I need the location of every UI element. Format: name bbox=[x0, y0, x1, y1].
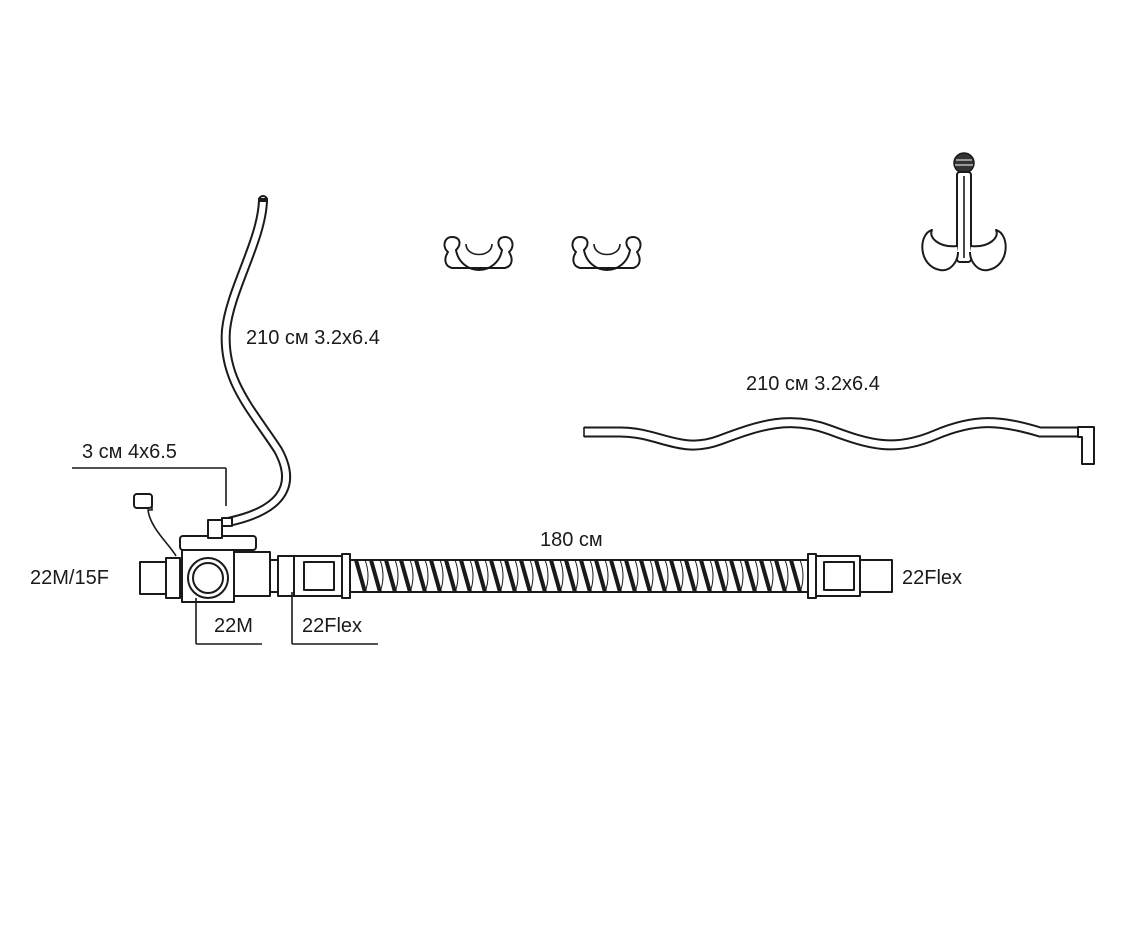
hose-coil bbox=[549, 559, 562, 593]
hose-coil bbox=[699, 559, 712, 593]
hose-coil bbox=[369, 559, 382, 593]
hose-coil-edge bbox=[589, 559, 594, 593]
hose-coil bbox=[444, 559, 457, 593]
hose-coil bbox=[429, 559, 442, 593]
hose-coil bbox=[564, 559, 577, 593]
double-hook-hanger bbox=[921, 152, 1007, 272]
hose-coil-edge bbox=[664, 559, 669, 593]
hose-coil-edge bbox=[529, 559, 534, 593]
hose-coil-edge bbox=[379, 559, 384, 593]
hose-coil-edge bbox=[394, 559, 399, 593]
hose-coil-edge bbox=[619, 559, 624, 593]
hose-coil bbox=[759, 559, 772, 593]
hose-coil-edge bbox=[679, 559, 684, 593]
hose-coil bbox=[504, 559, 517, 593]
hose-coil bbox=[654, 559, 667, 593]
hose-coil-edge bbox=[409, 559, 414, 593]
hose-coil bbox=[669, 559, 682, 593]
hose-coil-edge bbox=[739, 559, 744, 593]
hose-coil bbox=[684, 559, 697, 593]
hose-coil bbox=[414, 559, 427, 593]
hose-coil-edge bbox=[424, 559, 429, 593]
hose-coil bbox=[474, 559, 487, 593]
hose-coil bbox=[624, 559, 637, 593]
hose-coil bbox=[594, 559, 607, 593]
hose-coil-edge bbox=[574, 559, 579, 593]
hose-coil bbox=[744, 559, 757, 593]
short-tube-label: 3 см 4x6.5 bbox=[82, 441, 177, 463]
hose-coil-edge bbox=[499, 559, 504, 593]
tube-clip-right bbox=[571, 236, 642, 271]
upper-sampling-tube bbox=[220, 195, 292, 527]
hose-coil-edge bbox=[469, 559, 474, 593]
hose-coil-edge bbox=[454, 559, 459, 593]
hose-coil bbox=[609, 559, 622, 593]
hose-coil bbox=[729, 559, 742, 593]
hose-coil-edge bbox=[649, 559, 654, 593]
hose-coil-edge bbox=[484, 559, 489, 593]
hose-coil-edge bbox=[634, 559, 639, 593]
valve-port-label: 22M bbox=[214, 615, 253, 637]
hose-coil-edge bbox=[604, 559, 609, 593]
hose-coil bbox=[384, 559, 397, 593]
hose-coils bbox=[354, 559, 804, 593]
right-sampling-tube bbox=[583, 417, 1095, 465]
hose-coil bbox=[639, 559, 652, 593]
hose-coil bbox=[519, 559, 532, 593]
hose-cuff-right-label: 22Flex bbox=[902, 567, 962, 589]
hose-coil-edge bbox=[544, 559, 549, 593]
hose-coil-edge bbox=[709, 559, 714, 593]
hose-cuff-left-label: 22Flex bbox=[302, 615, 362, 637]
hose-coil-edge bbox=[694, 559, 699, 593]
right-tube-label: 210 см 3.2x6.4 bbox=[746, 373, 880, 395]
hose-coil bbox=[579, 559, 592, 593]
tube-clip-left bbox=[443, 236, 514, 271]
upper-tube-label: 210 см 3.2x6.4 bbox=[246, 327, 380, 349]
hose-coil bbox=[489, 559, 502, 593]
hose-coil-edge bbox=[559, 559, 564, 593]
left-connector-label: 22M/15F bbox=[30, 567, 109, 589]
hose-coil-edge bbox=[439, 559, 444, 593]
hose-coil-edge bbox=[799, 559, 804, 593]
hose-coil-edge bbox=[724, 559, 729, 593]
hose-coil-edge bbox=[754, 559, 759, 593]
hose-coil-edge bbox=[784, 559, 789, 593]
hose-coil-edge bbox=[514, 559, 519, 593]
hose-coil-edge bbox=[364, 559, 369, 593]
hose-coil bbox=[459, 559, 472, 593]
hose-coil bbox=[534, 559, 547, 593]
hose-coil bbox=[354, 559, 367, 593]
hose-coil bbox=[399, 559, 412, 593]
hose-length-label: 180 см bbox=[540, 529, 603, 551]
hose-coil bbox=[714, 559, 727, 593]
corrugated-hose bbox=[293, 553, 893, 599]
valve-assembly bbox=[133, 493, 297, 603]
hose-coil bbox=[774, 559, 787, 593]
hose-coil bbox=[789, 559, 802, 593]
hose-coil-edge bbox=[769, 559, 774, 593]
